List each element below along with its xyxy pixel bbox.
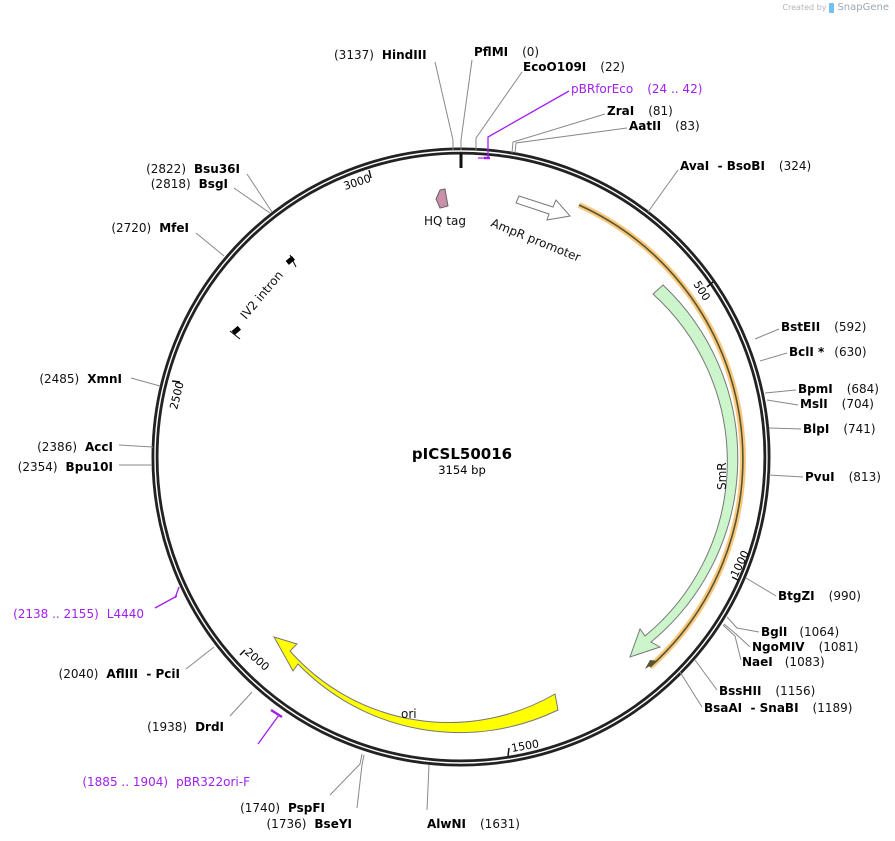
enzyme-bseyi[interactable]: (1736)BseYI	[267, 817, 353, 831]
plasmid-length: 3154 bp	[438, 463, 486, 477]
enzyme-bpu10i[interactable]: (2354)Bpu10I	[18, 460, 113, 474]
primer-l4440[interactable]: (2138 .. 2155)L4440	[13, 607, 144, 621]
enzyme-mfei[interactable]: (2720)MfeI	[111, 221, 189, 235]
enzyme-pspfi[interactable]: (1740)PspFI	[240, 801, 325, 815]
enzyme-acci[interactable]: (2386)AccI	[37, 440, 113, 454]
snapgene-credit: Created by SnapGene	[782, 2, 889, 13]
enzyme-bpmi[interactable]: BpmI(684)	[798, 382, 879, 396]
credit-brand: SnapGene	[837, 2, 889, 13]
enzyme-ecoo109i[interactable]: EcoO109I(22)	[523, 60, 625, 74]
enzyme-bcli[interactable]: BclI *(630)	[789, 345, 867, 359]
enzyme-leaders	[118, 59, 804, 811]
enzyme-btgzi[interactable]: BtgZI(990)	[778, 589, 861, 603]
feature-ori[interactable]: ori	[272, 636, 559, 734]
enzyme-ngomiv[interactable]: NgoMIV(1081)	[752, 640, 858, 654]
backbone	[151, 147, 771, 767]
enzyme-aatii[interactable]: AatII(83)	[629, 119, 700, 133]
enzyme-zrai[interactable]: ZraI(81)	[607, 104, 673, 118]
enzyme-drdi[interactable]: (1938)DrdI	[147, 720, 224, 734]
enzyme-bsu36i[interactable]: (2822)Bsu36I	[146, 162, 240, 176]
enzyme-bsaai-snabi[interactable]: BsaAI - SnaBI(1189)	[704, 701, 852, 715]
svg-text:1500: 1500	[510, 737, 540, 755]
enzyme-afliii-pcii[interactable]: (2040)AflIII - PciI	[59, 667, 180, 681]
svg-text:HQ tag: HQ tag	[424, 214, 466, 228]
plasmid-name: pICSL50016	[412, 445, 512, 463]
credit-text: Created by	[782, 3, 827, 12]
enzyme-avai-bsobi[interactable]: AvaI - BsoBI(324)	[680, 159, 811, 173]
enzyme-xmni[interactable]: (2485)XmnI	[39, 372, 122, 386]
svg-text:AmpR promoter: AmpR promoter	[489, 216, 583, 265]
enzyme-bgli[interactable]: BglI(1064)	[761, 625, 839, 639]
enzyme-naei[interactable]: NaeI(1083)	[742, 655, 825, 669]
primer-pbrforeco[interactable]: pBRforEco(24 .. 42)	[571, 82, 702, 96]
primer-marks	[154, 90, 570, 745]
primer-pbr322ori-f[interactable]: (1885 .. 1904)pBR322ori-F	[82, 775, 250, 789]
feature-iv2-intron[interactable]: IV2 intron	[229, 254, 297, 340]
enzyme-bsshii[interactable]: BssHII(1156)	[719, 684, 815, 698]
feature-ampr-promoter[interactable]: AmpR promoter	[489, 195, 583, 265]
svg-text:2500: 2500	[167, 380, 186, 410]
primer-labels: pBRforEco(24 .. 42) (2138 .. 2155)L4440 …	[13, 82, 702, 789]
enzyme-bsteii[interactable]: BstEII(592)	[781, 320, 866, 334]
enzyme-hindiii[interactable]: (3137)HindIII	[334, 48, 427, 62]
svg-text:2000: 2000	[242, 645, 272, 673]
enzyme-labels: (3137)HindIII PflMI(0) EcoO109I(22) ZraI…	[18, 45, 881, 831]
enzyme-alwni[interactable]: AlwNI(1631)	[427, 817, 520, 831]
svg-text:IV2 intron: IV2 intron	[238, 268, 286, 322]
enzyme-blpi[interactable]: BlpI(741)	[803, 422, 876, 436]
enzyme-msli[interactable]: MslI(704)	[800, 397, 874, 411]
enzyme-pflmi[interactable]: PflMI(0)	[474, 45, 539, 59]
feature-smr[interactable]: SmR	[629, 284, 739, 658]
svg-text:ori: ori	[401, 707, 417, 721]
enzyme-pvui[interactable]: PvuI(813)	[805, 470, 881, 484]
orf-highlight	[577, 202, 746, 670]
enzyme-bsgi[interactable]: (2818)BsgI	[151, 177, 228, 191]
feature-hq-tag[interactable]: HQ tag	[424, 188, 466, 228]
snapgene-logo-icon	[829, 2, 835, 13]
svg-text:SmR: SmR	[715, 462, 729, 490]
